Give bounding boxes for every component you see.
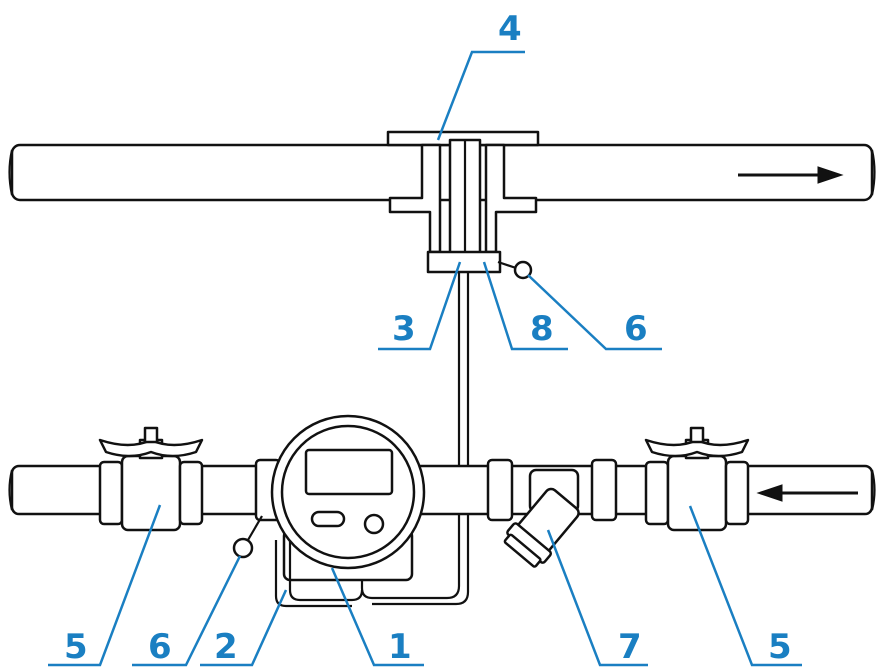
union-right: [590, 458, 618, 522]
ball-valve-left: [98, 426, 204, 532]
label-4: 4: [498, 9, 522, 49]
arrow-right-icon: [738, 166, 844, 184]
leader-7: [546, 529, 648, 667]
strainer: [503, 468, 580, 568]
label-1: 1: [388, 627, 412, 667]
label-3: 3: [392, 309, 416, 349]
label-8: 8: [530, 309, 554, 349]
leader-1: [330, 567, 424, 667]
label-6-top: 6: [624, 309, 648, 349]
label-2: 2: [214, 627, 238, 667]
label-7: 7: [618, 627, 642, 667]
label-6-bottom: 6: [148, 627, 172, 667]
leader-8: [482, 261, 568, 351]
leader-6-top: [527, 274, 662, 351]
leader-6-bottom: [132, 555, 242, 667]
leader-5-left: [48, 504, 162, 667]
temperature-probe-bottom: [232, 515, 263, 559]
meter-button-round: [363, 513, 385, 535]
leader-2: [200, 589, 288, 667]
flow-meter: [270, 414, 426, 608]
union-mid: [486, 458, 514, 522]
leader-5-right: [688, 505, 802, 667]
sensor-probe: [426, 138, 502, 274]
leader-3: [378, 261, 462, 351]
temperature-probe-top: [497, 260, 533, 280]
mounting-flange: [386, 130, 540, 254]
meter-display: [304, 448, 394, 496]
leader-4: [436, 50, 525, 141]
label-5-right: 5: [768, 627, 792, 667]
main-pipe: [8, 143, 876, 202]
ball-valve-right: [644, 426, 750, 532]
arrow-left-icon: [756, 484, 858, 502]
label-5-left: 5: [64, 627, 88, 667]
meter-button-oval: [310, 510, 346, 528]
